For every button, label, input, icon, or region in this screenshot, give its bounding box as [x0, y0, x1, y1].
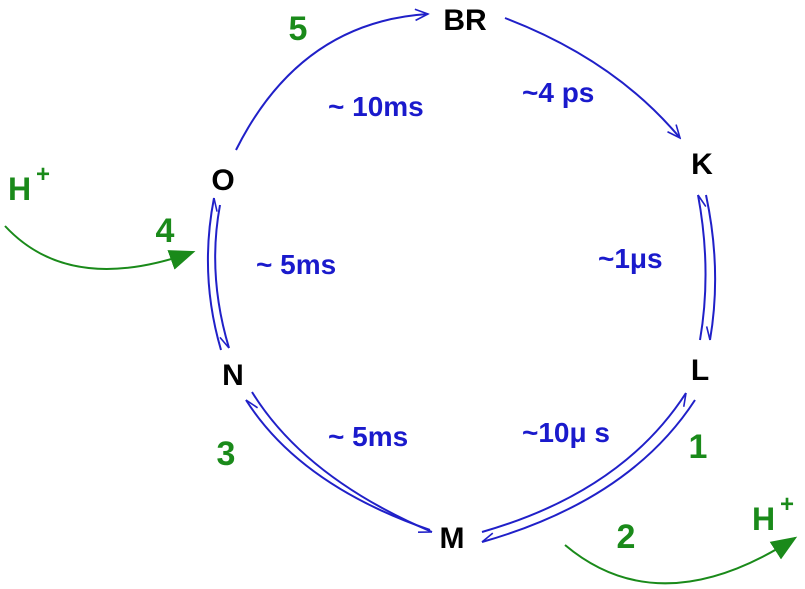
- state-n: N: [222, 359, 244, 392]
- proton-uptake-label: H+: [8, 161, 50, 207]
- step-2: 2: [617, 518, 636, 556]
- state-l: L: [691, 354, 709, 387]
- arrow-o-to-n: [214, 204, 230, 349]
- step-5: 5: [289, 10, 308, 48]
- rate-n-o: ~ 5ms: [256, 249, 336, 280]
- arrow-o-to-br: [235, 14, 428, 151]
- arrow-k-to-l: [705, 194, 717, 341]
- arrow-m-to-l: [481, 392, 687, 533]
- state-k: K: [691, 148, 713, 181]
- arrow-br-to-k: [504, 17, 680, 138]
- arrow-n-to-o: [206, 197, 222, 351]
- rate-m-n: ~ 5ms: [328, 421, 408, 452]
- state-m: M: [440, 522, 465, 555]
- arrow-l-to-k: [697, 194, 707, 341]
- state-br: BR: [443, 4, 487, 37]
- arrow-n-to-m: [251, 391, 433, 533]
- step-3: 3: [217, 435, 236, 473]
- arrow-m-to-n: [245, 399, 431, 531]
- rate-br-k: ~4 ps: [522, 77, 594, 108]
- rate-l-m: ~10μ s: [522, 417, 610, 448]
- arrow-proton-uptake: [4, 225, 196, 270]
- proton-release-label: H+: [752, 491, 794, 537]
- rate-k-l: ~1μs: [598, 243, 663, 274]
- arrow-proton-release: [564, 536, 798, 585]
- step-4: 4: [156, 212, 175, 250]
- arrow-l-to-m: [481, 399, 696, 543]
- rate-o-br: ~ 10ms: [328, 91, 424, 122]
- step-1: 1: [689, 428, 708, 466]
- state-o: O: [211, 164, 234, 197]
